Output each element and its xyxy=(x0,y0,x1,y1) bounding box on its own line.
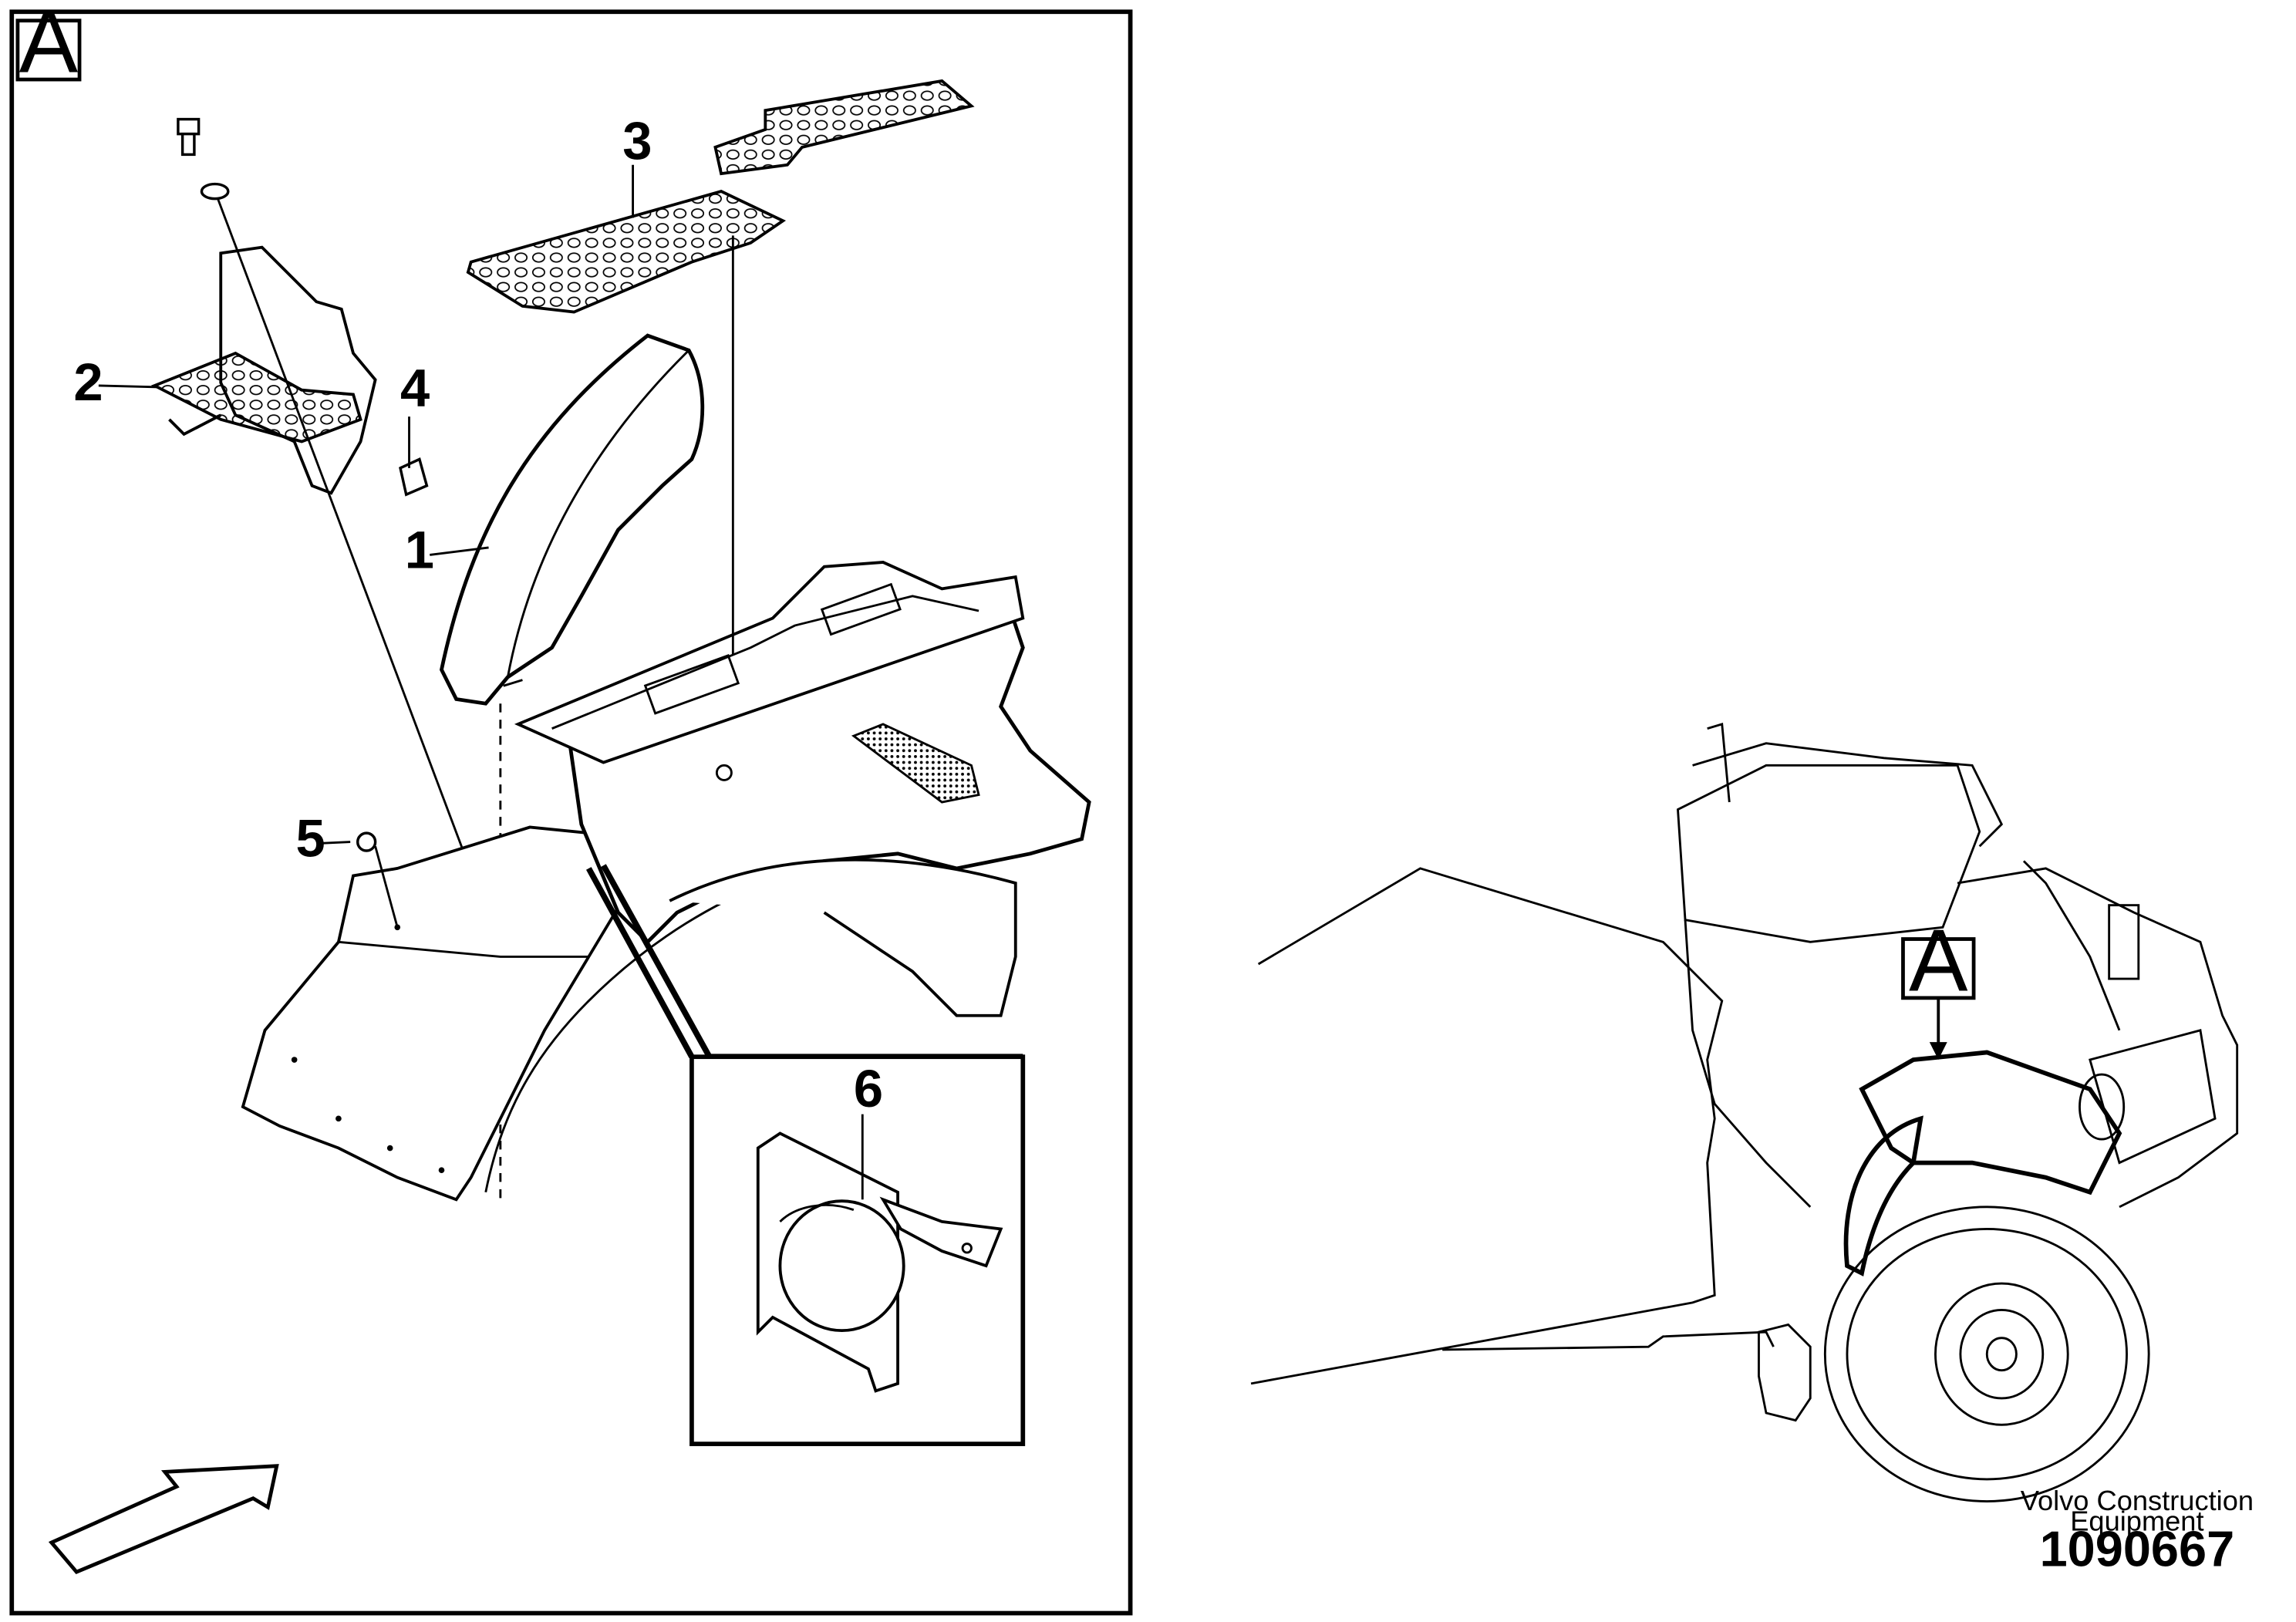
callout-4: 4 xyxy=(400,359,430,418)
clip-part xyxy=(399,457,429,497)
bolt-icon xyxy=(177,117,230,201)
detail-box-6 xyxy=(689,1054,1026,1446)
callout-3: 3 xyxy=(622,111,652,170)
callout-6: 6 xyxy=(854,1059,883,1118)
document-number: 1090667 xyxy=(2040,1520,2235,1576)
floor-mat xyxy=(466,79,975,314)
maker-name-line2: Equipment xyxy=(2070,1506,2203,1537)
view-letter: A xyxy=(19,0,79,92)
location-marker-letter: A xyxy=(1909,911,1968,1010)
callout-1: 1 xyxy=(405,521,434,580)
lower-fender xyxy=(241,825,766,1202)
callout-5: 5 xyxy=(296,809,325,868)
callout-2: 2 xyxy=(73,352,103,412)
machine-overview xyxy=(1250,723,2239,1502)
step-bracket xyxy=(150,245,377,495)
fender-frame xyxy=(514,561,1025,764)
maker-name-line1: Volvo Construction xyxy=(2021,1485,2254,1516)
detail-view-a: A xyxy=(9,0,1133,1616)
leader-lines xyxy=(98,164,864,1200)
view-letter-box xyxy=(15,19,82,82)
fender-extension xyxy=(439,333,705,706)
detail-frame xyxy=(9,9,1133,1616)
location-marker-box xyxy=(1901,937,1976,1000)
direction-arrow-icon xyxy=(48,1464,279,1574)
